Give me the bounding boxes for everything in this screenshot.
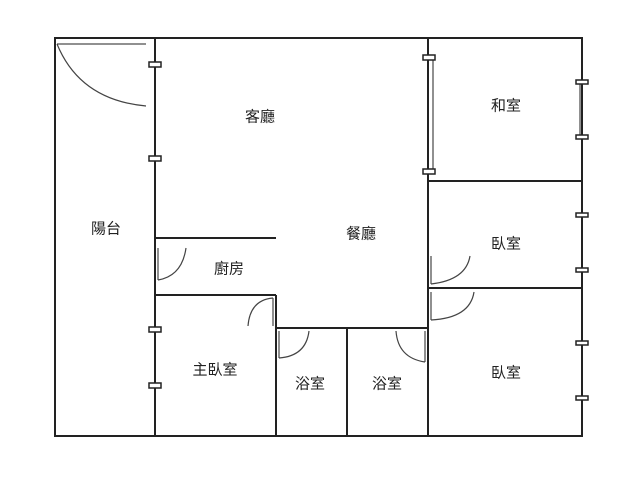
room-label-living-room: 客廳	[244, 107, 276, 126]
bath2-door-arc	[395, 330, 426, 363]
window-marker	[422, 54, 436, 61]
room-label-bathroom-1: 浴室	[294, 374, 326, 393]
outer-wall	[54, 37, 583, 437]
window-marker	[575, 212, 589, 218]
master-door-arc	[247, 297, 274, 327]
room-label-japanese-room: 和室	[490, 96, 522, 115]
room-label-dining-room: 餐廳	[345, 224, 377, 243]
window-marker	[148, 61, 162, 68]
bedroom1-door-arc	[430, 255, 471, 285]
kitchen-door-arc	[157, 247, 187, 281]
room-label-balcony: 陽台	[90, 219, 122, 238]
window-marker	[575, 79, 589, 85]
window-marker	[148, 155, 162, 162]
window-marker	[575, 340, 589, 346]
room-label-master-bedroom: 主臥室	[192, 360, 238, 379]
room-label-bedroom-2: 臥室	[490, 363, 522, 382]
window-marker	[422, 168, 436, 175]
room-label-bathroom-2: 浴室	[371, 374, 403, 393]
bedroom2-door-arc	[430, 291, 475, 321]
window-marker	[575, 267, 589, 273]
window-marker	[148, 326, 162, 333]
room-label-kitchen: 廚房	[213, 259, 245, 278]
balcony-door-arc	[56, 43, 147, 107]
bath1-door-arc	[278, 330, 310, 359]
window-marker	[575, 395, 589, 401]
window-marker	[575, 134, 589, 140]
window-marker	[148, 382, 162, 389]
room-label-bedroom-1: 臥室	[490, 234, 522, 253]
